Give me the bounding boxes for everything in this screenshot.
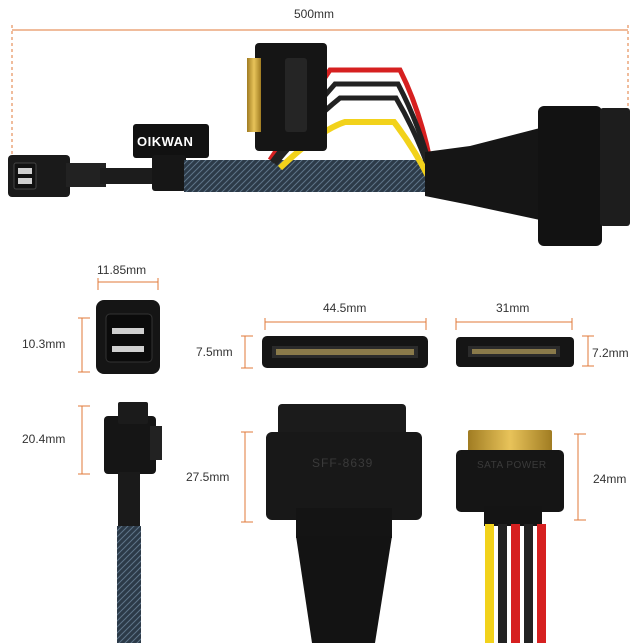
minisas-height-label: 10.3mm [22,337,66,351]
u2-width-label: 44.5mm [323,301,367,315]
total-length-label: 500mm [294,7,335,21]
u2-embossed-text: SFF-8639 [312,456,374,470]
total-length-dimension [11,25,629,160]
minisas-side [78,402,162,643]
sata-power-height-label: 24mm [593,472,627,486]
u2-side [241,404,422,643]
cable-assembly [8,43,630,246]
sata-power-side [456,430,586,643]
minisas-plug-height-label: 20.4mm [22,432,66,446]
sata-power-embossed-text: SATA POWER [477,460,547,471]
u2-connector-height-label: 27.5mm [186,470,230,484]
u2-face [241,318,428,369]
minisas-width-label: 11.85mm [97,263,147,277]
sata-height-label: 7.2mm [592,346,629,360]
sata-face [455,318,594,367]
u2-height-label: 7.5mm [196,345,233,359]
brand-logo: OIKWAN [137,134,194,149]
sata-width-label: 31mm [496,301,530,315]
minisas-face [78,278,160,374]
